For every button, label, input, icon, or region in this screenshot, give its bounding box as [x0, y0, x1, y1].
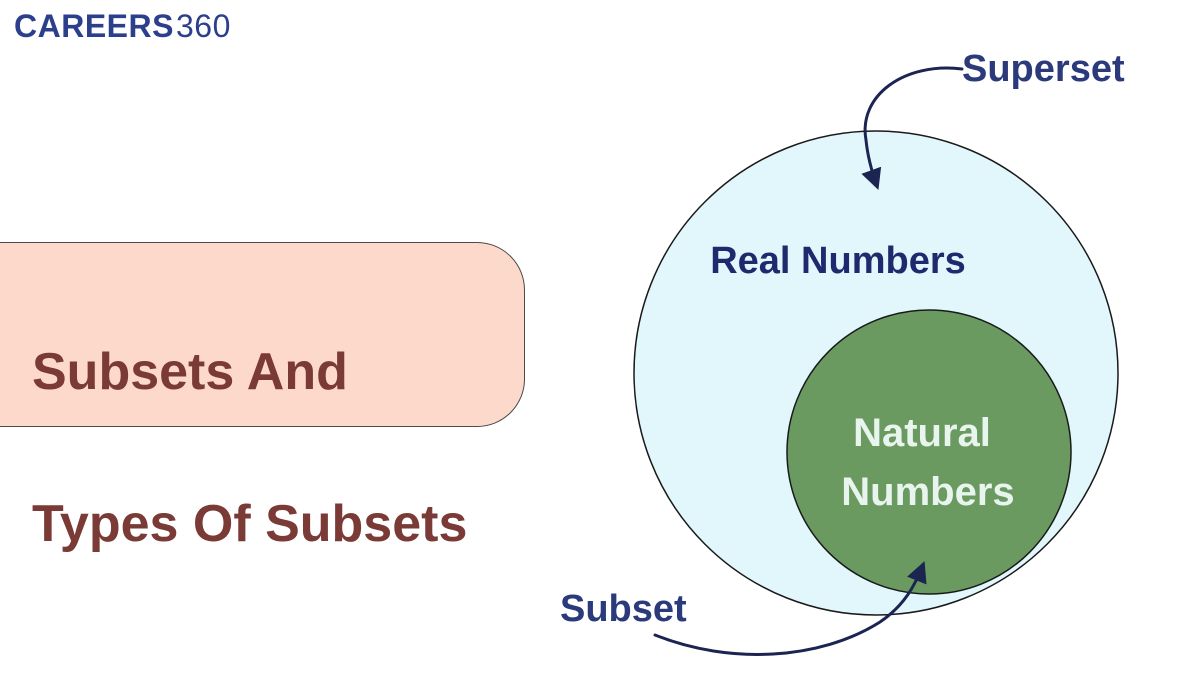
superset-label: Superset — [962, 48, 1125, 90]
outer-set-label: Real Numbers — [710, 240, 966, 282]
page-title: Subsets And Types Of Subsets — [32, 258, 467, 638]
subset-label: Subset — [560, 588, 687, 630]
inner-set-circle — [786, 309, 1072, 595]
logo-brand-text: CAREERS — [14, 8, 174, 44]
title-line-1: Subsets And — [32, 343, 348, 401]
inner-set-label-line-2: Numbers — [841, 470, 1014, 514]
subset-arrow — [653, 561, 927, 656]
logo-number-text: 360 — [175, 8, 231, 44]
title-box — [0, 242, 525, 427]
superset-arrow — [861, 66, 964, 190]
inner-set-label-line-1: Natural — [853, 411, 991, 455]
careers360-logo: CAREERS360 — [14, 8, 231, 44]
title-line-2: Types Of Subsets — [32, 495, 468, 553]
